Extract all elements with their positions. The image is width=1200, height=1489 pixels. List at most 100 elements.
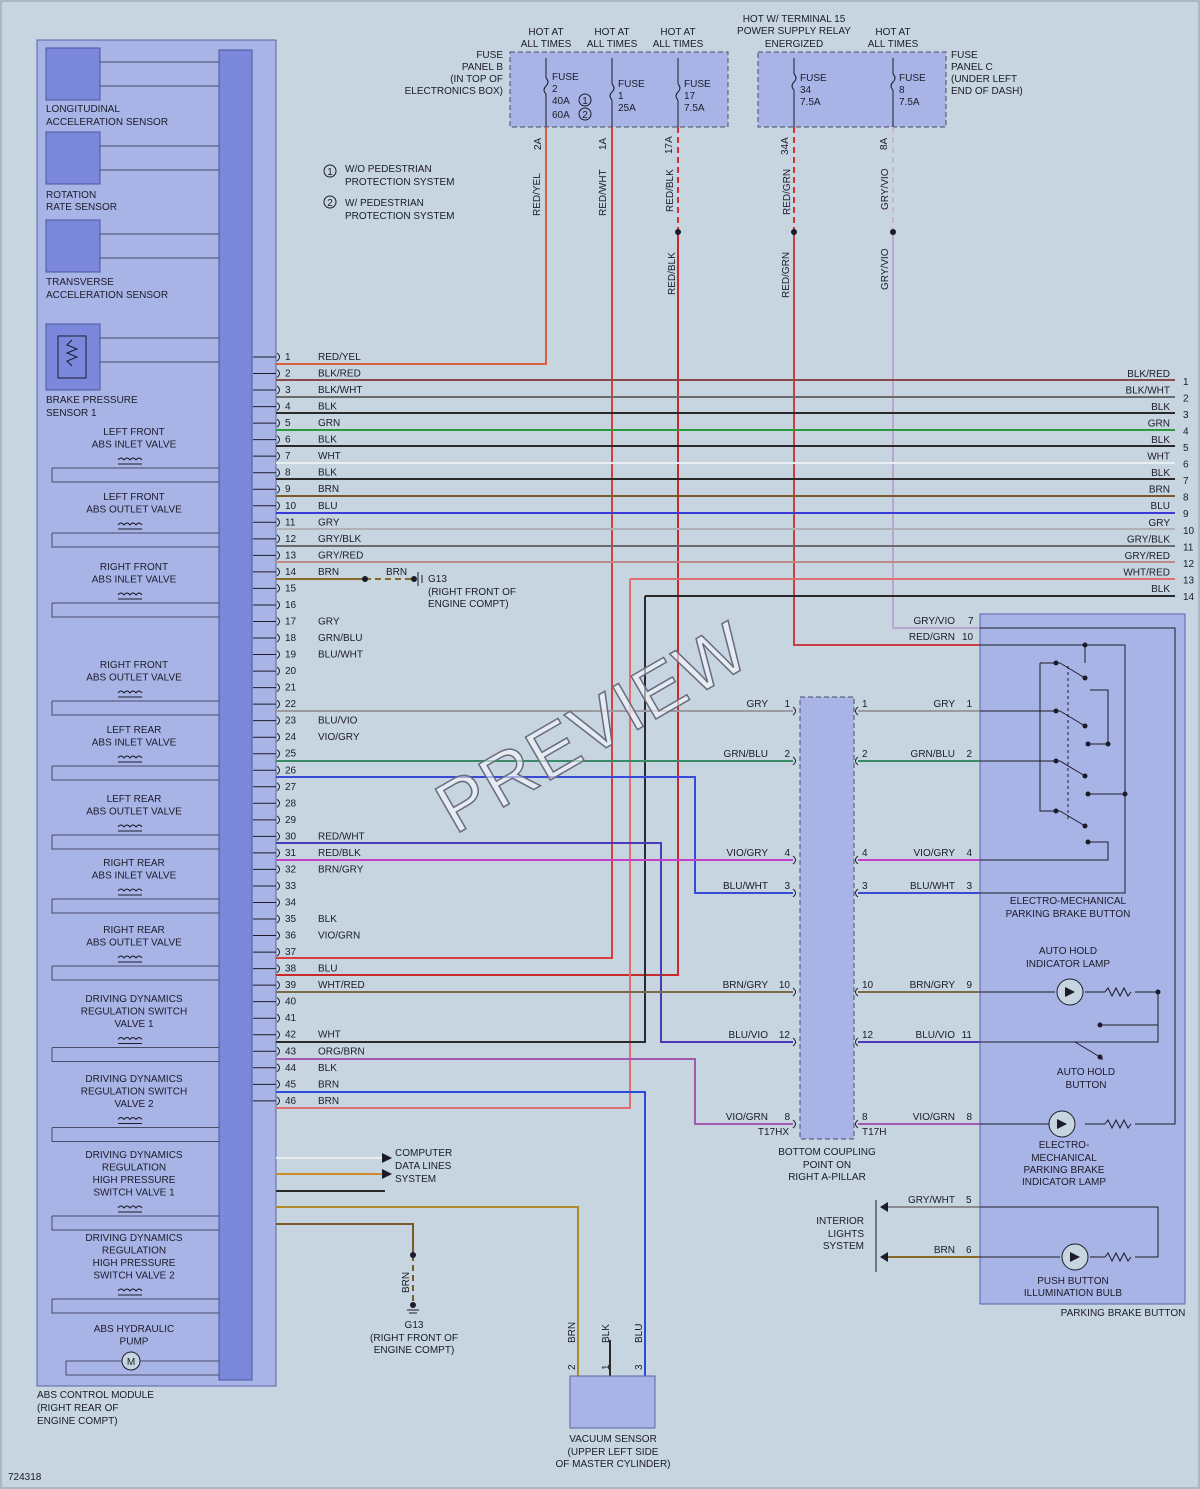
vacuum-pin-3: 3 (634, 1364, 645, 1370)
interior-lights-3: SYSTEM (823, 1241, 864, 1252)
bus-wire-color: BLU (1151, 501, 1170, 512)
pin-number: 1 (285, 352, 291, 363)
pin-wire-color: BLK/RED (318, 369, 361, 380)
pin-connector (276, 1013, 280, 1023)
computer-data-lines: COMPUTER DATA LINES SYSTEM (382, 1148, 452, 1185)
valve-label: REGULATION (102, 1246, 166, 1257)
valve-lead (51, 1298, 219, 1314)
fuse-c2-line2: 8 (899, 85, 905, 96)
legend-mark-2: 2 (327, 198, 333, 209)
pin-number: 41 (285, 1013, 297, 1024)
coupling-left-wire: VIO/GRY (727, 848, 769, 859)
pin-number: 8 (285, 468, 291, 479)
bus-wire-number: 3 (1183, 410, 1189, 421)
bus-wire-color: BLK/WHT (1126, 386, 1170, 397)
pin-number: 13 (285, 550, 297, 561)
abs-module-label-1: ABS CONTROL MODULE (37, 1390, 154, 1401)
pin-connector (276, 947, 280, 957)
bus-wire-number: 4 (1183, 427, 1189, 438)
pb-bottom-pin-wire-2: BRN (934, 1245, 955, 1256)
pin-number: 27 (285, 782, 297, 793)
coupling-right-pin: 2 (862, 749, 868, 760)
fuse-b3-line1: FUSE (684, 79, 711, 90)
valve-label: RIGHT FRONT (100, 660, 168, 671)
legend: 1 W/O PEDESTRIAN PROTECTION SYSTEM 2 W/ … (323, 164, 454, 222)
pin-number: 21 (285, 683, 297, 694)
bus-wire-number: 5 (1183, 443, 1189, 454)
fuse-symbols (543, 58, 896, 127)
button-pin: 1 (966, 699, 972, 710)
pin-wire-color: BLK/WHT (318, 385, 362, 396)
pin-number: 6 (285, 435, 291, 446)
pin-wire-color: RED/WHT (318, 831, 365, 842)
coupling-left-wire: GRN/BLU (724, 749, 768, 760)
pin-connector (276, 798, 280, 808)
fuse-b3-terminal: 17A (664, 136, 675, 154)
coupling-left-wire: BRN/GRY (723, 980, 769, 991)
valve-label: PUMP (120, 1337, 149, 1348)
pin-connector (276, 683, 280, 692)
hot-label-b3-2: ALL TIMES (653, 39, 704, 50)
pin-number: 31 (285, 848, 297, 859)
computer-data-2: DATA LINES (395, 1161, 452, 1172)
sensor-label: LONGITUDINAL (46, 104, 120, 115)
pin-number: 40 (285, 997, 297, 1008)
pb-part-3b: BUTTON (1066, 1080, 1107, 1091)
wires (276, 127, 1175, 1376)
bus-wire-color: BLK (1151, 468, 1170, 479)
legend-mark-1: 1 (327, 167, 333, 178)
ground-lower-label-3: ENGINE COMPT) (374, 1345, 455, 1356)
pin-number: 23 (285, 716, 297, 727)
pb-top-pin-wire-2: RED/GRN (909, 632, 955, 643)
sensor-box (45, 219, 101, 273)
sensor-label: BRAKE PRESSURE (46, 395, 138, 406)
pin-connector (276, 517, 280, 527)
fuse-c2-line3: 7.5A (899, 97, 920, 108)
fuse-b-label-4: ELECTRONICS BOX) (405, 86, 503, 97)
legend-text-2b: PROTECTION SYSTEM (345, 211, 454, 222)
vacuum-label-3: OF MASTER CYLINDER) (555, 1459, 670, 1470)
pin-wire-color: WHT/RED (318, 980, 365, 991)
valve-lead (51, 1127, 219, 1142)
fuse-c2-line1: FUSE (899, 73, 926, 84)
fuse-c1-line3: 7.5A (800, 97, 821, 108)
fuse-c1-line2: 34 (800, 85, 812, 96)
pin-number: 3 (285, 385, 291, 396)
pin-wire-color: GRN (318, 418, 340, 429)
valve-coil-icon (117, 1205, 143, 1213)
valve-lead (51, 1047, 219, 1062)
computer-data-1: COMPUTER (395, 1148, 452, 1159)
valve-label: HIGH PRESSURE (93, 1175, 176, 1186)
bus-wire-number: 1 (1183, 377, 1189, 388)
pin-number: 11 (285, 517, 296, 528)
valve-label: VALVE 1 (114, 1019, 154, 1030)
pin-connector (276, 484, 280, 494)
pin-connector (276, 749, 280, 759)
pin-wire-color: BRN (318, 1079, 339, 1090)
pb-bottom-pin-num-2: 6 (966, 1245, 972, 1256)
valve-coil-icon (117, 592, 143, 600)
button-pin: 4 (966, 848, 972, 859)
coupling-right-pin: 4 (862, 848, 868, 859)
valve-coil-icon (117, 824, 143, 832)
fuse-b2-line3: 25A (618, 103, 636, 114)
pin-number: 7 (285, 451, 291, 462)
pin-wire-color: WHT (318, 1030, 341, 1041)
hot-label-c2-2: ALL TIMES (868, 39, 919, 50)
fuse-b1-terminal: 2A (533, 137, 544, 150)
valve-label: DRIVING DYNAMICS (85, 994, 183, 1005)
pin-number: 20 (285, 666, 297, 677)
fuse-c2-terminal: 8A (879, 137, 890, 150)
pin-connector (276, 650, 280, 659)
pin-number: 4 (285, 402, 291, 413)
vacuum-pin-2: 1 (601, 1364, 612, 1370)
pin-wire-color: RED/BLK (318, 848, 361, 859)
pin-connector (276, 584, 280, 593)
fuse-b-label-3: (IN TOP OF (450, 74, 503, 85)
bus-wire-color: WHT/RED (1123, 567, 1170, 578)
valve-label: DRIVING DYNAMICS (85, 1074, 183, 1085)
pin-number: 5 (285, 418, 291, 429)
vacuum-label-2: (UPPER LEFT SIDE (568, 1447, 659, 1458)
valve-label: LEFT FRONT (103, 427, 164, 438)
